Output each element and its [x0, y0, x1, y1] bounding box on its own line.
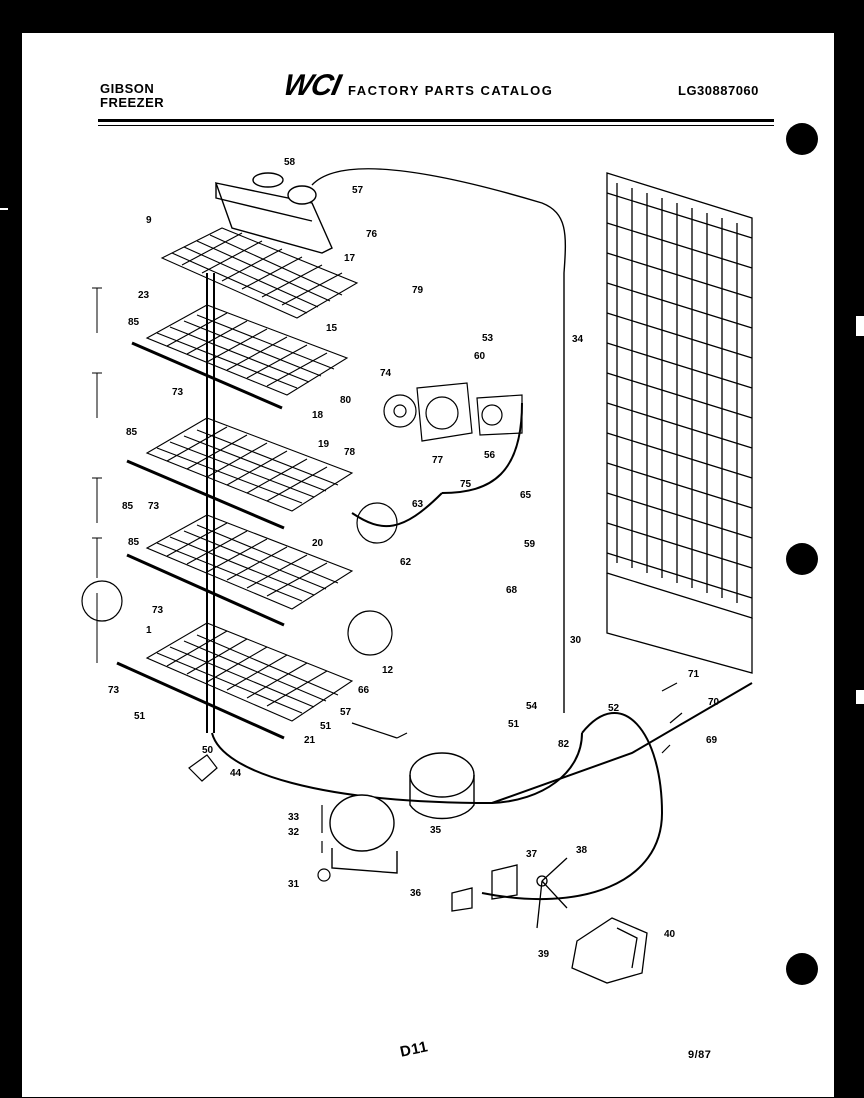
callout-51: 51 [508, 719, 520, 730]
page-code: D11 [398, 1038, 430, 1061]
part-callouts: 58 57 9 76 17 79 23 85 15 53 34 60 74 73… [108, 157, 720, 960]
header-rule-thick [98, 119, 774, 122]
callout-80: 80 [340, 395, 352, 406]
catalog-date: 9/87 [688, 1049, 712, 1061]
callout-1: 1 [146, 625, 152, 636]
callout-33: 33 [288, 812, 300, 823]
shelf-20 [126, 514, 354, 627]
callout-52: 52 [608, 703, 620, 714]
catalog-title: FACTORY PARTS CATALOG [348, 83, 554, 98]
callout-51: 51 [320, 721, 332, 732]
callout-36: 36 [410, 888, 422, 899]
callout-75: 75 [460, 479, 472, 490]
callout-38: 38 [576, 845, 588, 856]
exploded-parts-drawing: 58 57 9 76 17 79 23 85 15 53 34 60 74 73… [81, 157, 753, 984]
callout-51: 51 [134, 711, 146, 722]
shelf-15 [131, 304, 349, 410]
shelf-19 [126, 417, 354, 530]
edge-mark-left [0, 208, 8, 210]
callout-71: 71 [688, 669, 700, 680]
callout-73: 73 [152, 605, 164, 616]
callout-18: 18 [312, 410, 324, 421]
callout-60: 60 [474, 351, 486, 362]
callout-50: 50 [202, 745, 214, 756]
callout-59: 59 [524, 539, 536, 550]
callout-73: 73 [108, 685, 120, 696]
edge-mark-right-1 [856, 316, 864, 336]
callout-77: 77 [432, 455, 444, 466]
callout-35: 35 [430, 825, 442, 836]
callout-19: 19 [318, 439, 330, 450]
condenser-fan [451, 857, 568, 929]
brand-line-2: FREEZER [100, 95, 165, 110]
shelf-brackets [92, 287, 102, 663]
callout-17: 17 [344, 253, 356, 264]
evaporator-fan-assembly [383, 382, 523, 442]
callout-79: 79 [412, 285, 424, 296]
callout-66: 66 [358, 685, 370, 696]
callout-56: 56 [484, 450, 496, 461]
binder-hole-middle [786, 543, 818, 575]
binder-hole-top [786, 123, 818, 155]
callout-34: 34 [572, 334, 584, 345]
callout-20: 20 [312, 538, 324, 549]
binder-hole-bottom [786, 953, 818, 985]
header-rule-thin [98, 125, 774, 126]
callout-76: 76 [366, 229, 378, 240]
shelf-17 [160, 227, 359, 319]
callout-70: 70 [708, 697, 720, 708]
callout-37: 37 [526, 849, 538, 860]
callout-53: 53 [482, 333, 494, 344]
callout-74: 74 [380, 368, 392, 379]
callout-57: 57 [340, 707, 352, 718]
callout-85: 85 [128, 317, 140, 328]
refrigerant-tubing [211, 402, 753, 900]
callout-57: 57 [352, 185, 364, 196]
callout-12: 12 [382, 665, 394, 676]
callout-44: 44 [230, 768, 242, 779]
callout-32: 32 [288, 827, 300, 838]
parts-diagram-sheet: GIBSON FREEZER WCI FACTORY PARTS CATALOG… [22, 33, 834, 1097]
callout-39: 39 [538, 949, 550, 960]
callout-40: 40 [664, 929, 676, 940]
callout-73: 73 [148, 501, 160, 512]
edge-mark-right-2 [856, 690, 864, 704]
callout-65: 65 [520, 490, 532, 501]
callout-21: 21 [304, 735, 316, 746]
callout-85: 85 [128, 537, 140, 548]
callout-69: 69 [706, 735, 718, 746]
callout-73: 73 [172, 387, 184, 398]
callout-82: 82 [558, 739, 570, 750]
misc-small-parts [81, 502, 683, 882]
callout-54: 54 [526, 701, 538, 712]
wire-shelves [116, 227, 359, 740]
top-housing [214, 168, 566, 713]
callout-15: 15 [326, 323, 338, 334]
callout-23: 23 [138, 290, 150, 301]
compressor [329, 752, 475, 874]
callout-85: 85 [126, 427, 138, 438]
shelf-21 [116, 622, 354, 740]
callout-9: 9 [146, 215, 152, 226]
model-number: LG30887060 [678, 83, 759, 98]
callout-85: 85 [122, 501, 134, 512]
callout-58: 58 [284, 157, 296, 168]
callout-30: 30 [570, 635, 582, 646]
callout-63: 63 [412, 499, 424, 510]
callout-31: 31 [288, 879, 300, 890]
callout-68: 68 [506, 585, 518, 596]
drain-pan [571, 917, 648, 984]
condenser-coil [606, 172, 753, 674]
callout-62: 62 [400, 557, 412, 568]
callout-78: 78 [344, 447, 356, 458]
brand-line-1: GIBSON [100, 81, 155, 96]
